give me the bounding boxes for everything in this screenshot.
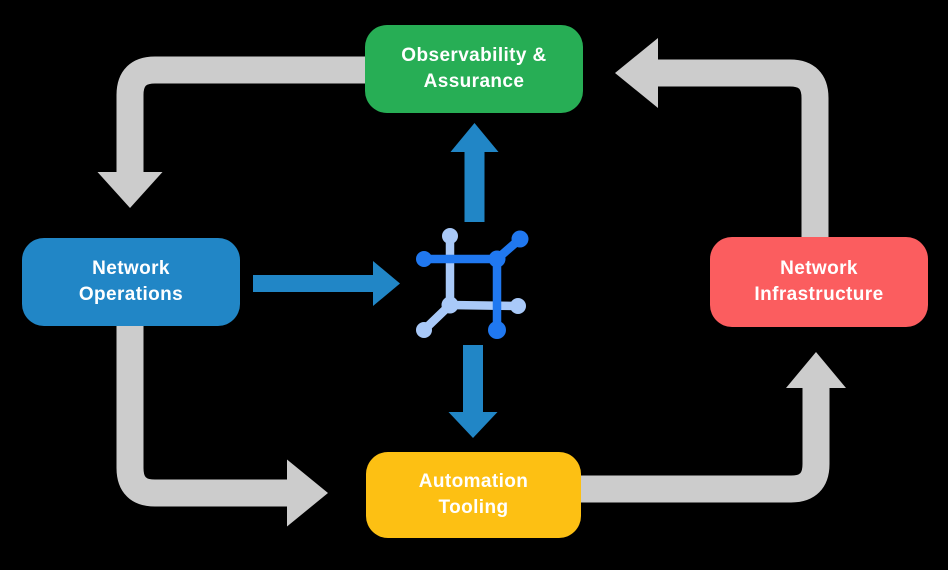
mesh-node-dot (511, 230, 529, 248)
arrow-tooling-to-infrastructure (581, 352, 846, 503)
node-label-line: Assurance (423, 71, 525, 92)
node-network-operations: Network Operations (22, 238, 240, 326)
mesh-node-dot (416, 322, 432, 338)
arrow-body (116, 325, 289, 507)
mesh-dark-blue-branches (416, 230, 529, 339)
arrowhead-down-icon (97, 172, 163, 208)
arrow-observability-to-operations (97, 56, 365, 208)
mesh-node-dot (442, 228, 458, 244)
arrowhead-left-icon (615, 38, 658, 108)
node-label-line: Tooling (438, 497, 509, 518)
node-label-line: Infrastructure (754, 284, 884, 305)
node-observability-assurance: Observability & Assurance (365, 25, 583, 113)
mesh-node-dot (416, 251, 432, 267)
arrow-body (116, 56, 365, 174)
arrow-operations-to-tooling (116, 325, 328, 527)
mesh-node-dot (510, 298, 526, 314)
node-label-line: Observability & (401, 45, 547, 66)
arrowhead-up-icon (450, 123, 499, 152)
arrow-infrastructure-to-observability (615, 38, 829, 237)
mesh-node-dot (488, 321, 506, 339)
node-label-line: Automation (418, 471, 529, 492)
arrow-operations-to-center (253, 261, 400, 306)
arrowhead-right-icon (373, 261, 400, 306)
node-automation-tooling: Automation Tooling (366, 452, 581, 538)
arrowhead-right-icon (287, 459, 328, 527)
mesh-node-dot (441, 296, 459, 314)
node-network-infrastructure: Network Infrastructure (710, 237, 928, 327)
node-label-line: Network (92, 258, 170, 279)
arrow-center-to-observability (450, 123, 499, 222)
node-label-line: Network (780, 258, 858, 279)
arrow-body (656, 59, 829, 237)
arrow-body (581, 386, 830, 503)
arrowhead-up-icon (786, 352, 846, 388)
node-label-line: Operations (78, 284, 184, 305)
mesh-node-dot (488, 250, 506, 268)
arrowhead-down-icon (448, 412, 498, 438)
arrow-center-to-tooling (448, 345, 498, 438)
network-mesh-icon (416, 228, 529, 339)
